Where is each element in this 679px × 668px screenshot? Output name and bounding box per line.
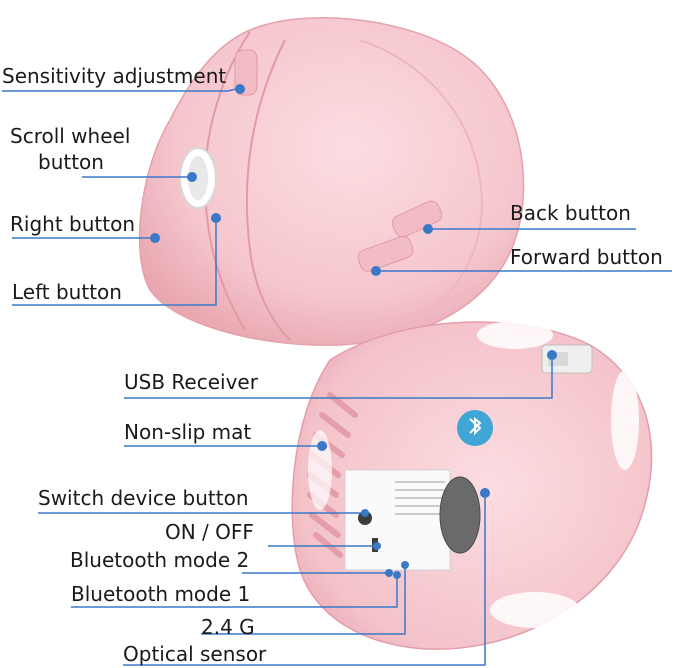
dot-optical	[480, 488, 490, 498]
leader-usb	[124, 355, 553, 399]
dot-onoff	[373, 542, 381, 550]
label-on-off: ON / OFF	[165, 520, 254, 544]
scroll-wheel-core	[188, 156, 208, 200]
label-switch-device: Switch device button	[38, 486, 249, 510]
sensitivity-button-shape	[234, 49, 258, 96]
label-optical-sensor: Optical sensor	[123, 642, 267, 666]
mouse-bottom-view	[291, 321, 653, 650]
back-button-shape	[391, 200, 443, 238]
dot-nonslip	[317, 441, 327, 451]
label-sensitivity: Sensitivity adjustment	[2, 64, 227, 88]
label-scroll-line1: Scroll wheel	[10, 124, 131, 148]
side-panel	[359, 39, 483, 311]
glide-pad-top	[477, 321, 553, 349]
label-bt-mode1: Bluetooth mode 1	[71, 582, 251, 606]
leader-left	[12, 218, 217, 306]
dot-left	[211, 213, 221, 223]
forward-button-shape	[357, 235, 414, 272]
label-forward-button: Forward button	[510, 245, 663, 269]
label-scroll-line2: button	[38, 150, 104, 174]
dot-forward	[371, 266, 381, 276]
bluetooth-icon	[469, 416, 482, 436]
glide-pad-bottom	[490, 592, 580, 628]
label-24g: 2.4 G	[201, 615, 255, 639]
label-non-slip: Non-slip mat	[124, 420, 252, 444]
dot-bt2	[385, 569, 393, 577]
button-split-line	[245, 39, 291, 341]
label-back-button: Back button	[510, 201, 631, 225]
dot-bt1	[393, 571, 401, 579]
optical-sensor-shape	[439, 476, 481, 554]
mouse-top-view	[138, 17, 525, 346]
leader-optical	[123, 493, 486, 666]
dot-24g	[401, 561, 409, 569]
dot-back	[423, 224, 433, 234]
dot-scroll	[187, 172, 197, 182]
label-right-button: Right button	[10, 212, 135, 236]
label-left-button: Left button	[12, 280, 122, 304]
label-plate-text-lines	[395, 481, 445, 515]
dot-right	[150, 233, 160, 243]
dot-usb	[547, 350, 557, 360]
label-usb-receiver: USB Receiver	[124, 370, 258, 394]
glide-pad-right	[611, 370, 639, 470]
leader-24g	[201, 565, 406, 635]
glide-pad-left	[308, 430, 332, 510]
leader-bt1	[71, 575, 398, 608]
leader-dots	[150, 84, 557, 579]
leader-lines	[2, 87, 672, 666]
label-bt-mode2: Bluetooth mode 2	[70, 548, 250, 572]
dot-sensitivity	[235, 84, 245, 94]
dot-switch	[361, 509, 369, 517]
